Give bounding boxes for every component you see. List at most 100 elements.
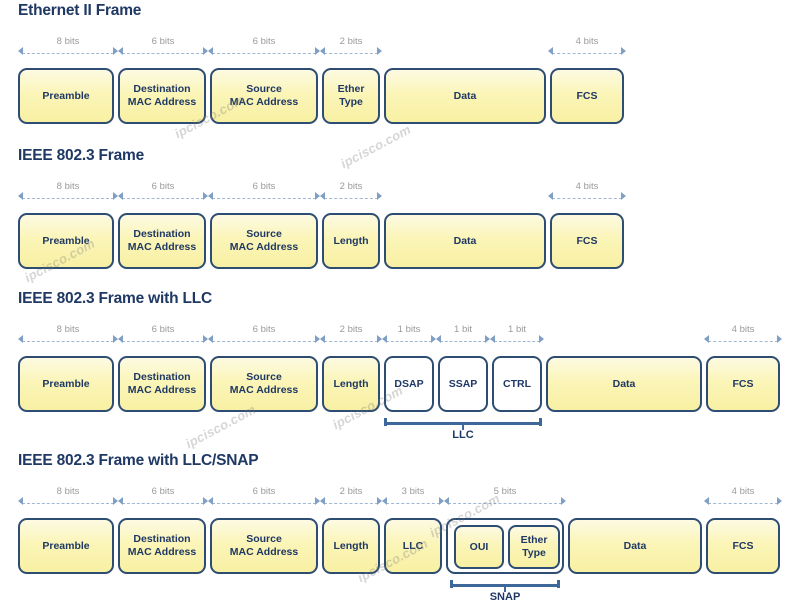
bit-measure-line — [708, 503, 778, 504]
bit-measure-segment: 4 bits — [548, 181, 626, 207]
bit-measure-label: 6 bits — [252, 324, 276, 335]
frame-field-preamble[interactable]: Preamble — [18, 68, 114, 124]
frame-field-fcs[interactable]: FCS — [706, 356, 780, 412]
arrow-right-icon — [777, 335, 782, 343]
bit-measure-label: 2 bits — [339, 36, 363, 47]
frame-field-preamble[interactable]: Preamble — [18, 518, 114, 574]
section-title-ieee-802-3-frame-with-llc-snap: IEEE 802.3 Frame with LLC/SNAP — [18, 452, 259, 469]
bit-measure-line — [324, 53, 378, 54]
bit-measure-label: 6 bits — [151, 36, 175, 47]
bit-measure-label: 6 bits — [151, 324, 175, 335]
frame-field-data[interactable]: Data — [384, 213, 546, 269]
bracket-cap-left — [450, 580, 453, 588]
bit-measure-label: 6 bits — [151, 486, 175, 497]
arrow-right-icon — [621, 47, 626, 55]
bracket-cap-right — [539, 418, 542, 426]
frame-field-fcs[interactable]: FCS — [550, 68, 624, 124]
frame-field-ctrl[interactable]: CTRL — [492, 356, 542, 412]
frame-field-oui[interactable]: OUI — [454, 525, 504, 569]
arrow-right-icon — [203, 497, 208, 505]
frame-field-preamble[interactable]: Preamble — [18, 356, 114, 412]
frame-field-llc[interactable]: LLC — [384, 518, 442, 574]
arrow-left-icon — [320, 192, 325, 200]
arrow-right-icon — [315, 47, 320, 55]
bit-measure-label: 8 bits — [56, 181, 80, 192]
bracket-label: LLC — [452, 429, 474, 441]
arrow-left-icon — [320, 47, 325, 55]
frame-field-ssap[interactable]: SSAP — [438, 356, 488, 412]
bit-measure-line — [494, 341, 540, 342]
arrow-right-icon — [777, 497, 782, 505]
bit-measure-label: 8 bits — [56, 486, 80, 497]
arrow-right-icon — [203, 192, 208, 200]
frame-field-fcs[interactable]: FCS — [706, 518, 780, 574]
arrow-right-icon — [113, 47, 118, 55]
bit-measure-segment: 6 bits — [208, 36, 320, 62]
arrow-right-icon — [113, 192, 118, 200]
bit-measure-line — [708, 341, 778, 342]
frame-field-data[interactable]: Data — [568, 518, 702, 574]
frame-field-data[interactable]: Data — [546, 356, 702, 412]
bit-measure-segment: 6 bits — [118, 181, 208, 207]
frame-field-length[interactable]: Length — [322, 518, 380, 574]
bit-measure-line — [122, 198, 204, 199]
frame-field-dsap[interactable]: DSAP — [384, 356, 434, 412]
arrow-right-icon — [377, 47, 382, 55]
llc-bracket: LLC — [384, 418, 542, 441]
bit-measure-line — [324, 503, 378, 504]
bit-measure-line — [22, 198, 114, 199]
frame-field-length[interactable]: Length — [322, 356, 380, 412]
bit-measure-label: 4 bits — [731, 324, 755, 335]
arrow-left-icon — [382, 335, 387, 343]
bit-measure-line — [122, 53, 204, 54]
arrow-left-icon — [208, 192, 213, 200]
section-title-ieee-802-3-frame-with-llc: IEEE 802.3 Frame with LLC — [18, 290, 212, 307]
bit-measure-segment: 3 bits — [382, 486, 444, 512]
bit-measure-label: 2 bits — [339, 324, 363, 335]
frame-field-fcs[interactable]: FCS — [550, 213, 624, 269]
bit-measure-line — [552, 53, 622, 54]
arrow-left-icon — [208, 47, 213, 55]
bit-measure-segment: 8 bits — [18, 181, 118, 207]
bit-measure-segment: 4 bits — [704, 324, 782, 350]
bracket-bar — [450, 584, 560, 587]
bit-measure-line — [122, 503, 204, 504]
arrow-left-icon — [208, 497, 213, 505]
arrow-right-icon — [203, 335, 208, 343]
arrow-left-icon — [18, 192, 23, 200]
snap-bracket: SNAP — [450, 580, 560, 602]
arrow-left-icon — [704, 497, 709, 505]
bit-measure-label: 6 bits — [252, 36, 276, 47]
bit-measure-label: 4 bits — [731, 486, 755, 497]
bit-measure-segment: 8 bits — [18, 324, 118, 350]
bracket-label: SNAP — [489, 591, 521, 602]
bit-measure-segment: 2 bits — [320, 36, 382, 62]
bit-measure-segment: 2 bits — [320, 324, 382, 350]
arrow-left-icon — [382, 497, 387, 505]
arrow-left-icon — [320, 335, 325, 343]
bit-measure-segment: 6 bits — [118, 324, 208, 350]
arrow-right-icon — [203, 47, 208, 55]
frame-field-length[interactable]: Length — [322, 213, 380, 269]
frame-field-preamble[interactable]: Preamble — [18, 213, 114, 269]
arrow-right-icon — [561, 497, 566, 505]
frame-field-data[interactable]: Data — [384, 68, 546, 124]
arrow-right-icon — [431, 335, 436, 343]
bit-measure-segment: 1 bit — [436, 324, 490, 350]
